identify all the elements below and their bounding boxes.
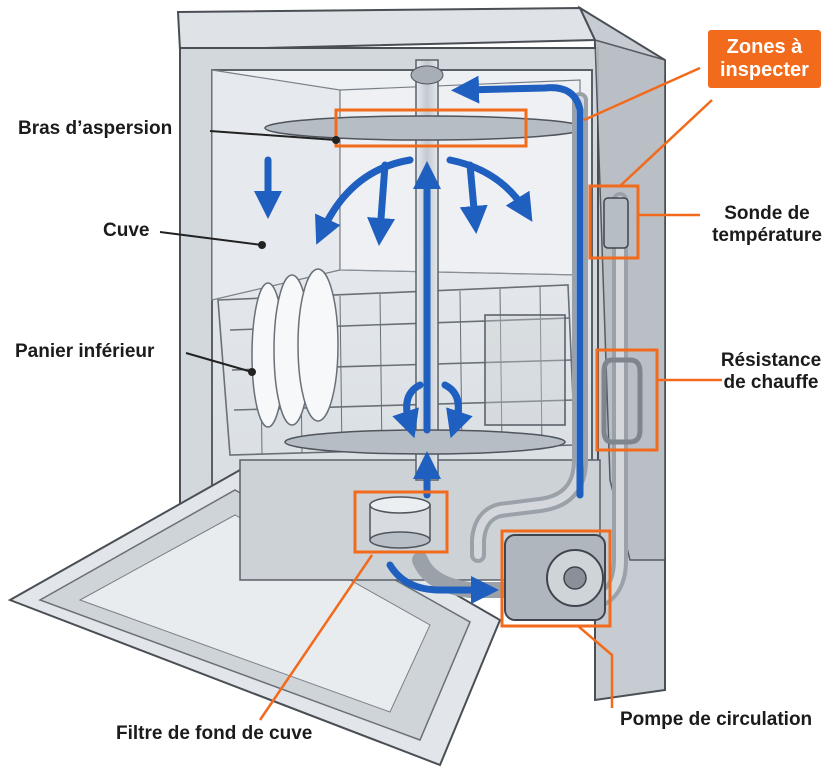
heater-element: [601, 357, 643, 445]
badge-line1: Zones à: [726, 36, 803, 58]
leader-filter: [258, 554, 374, 721]
orange-leader-lines: [258, 66, 722, 721]
label-temp-sensor-line1: Sonde de: [724, 203, 810, 224]
label-temp-sensor-line2: température: [712, 225, 822, 246]
zone-filter: [353, 490, 449, 554]
circulation-pump: [504, 534, 606, 621]
label-heater-line2: de chauffe: [723, 372, 819, 393]
label-tub: Cuve: [103, 220, 150, 241]
label-filter: Filtre de fond de cuve: [116, 723, 313, 744]
plates: [251, 268, 339, 428]
filter-cylinder: [369, 496, 431, 549]
label-heater-line1: Résistance: [720, 350, 822, 371]
leader-tub: [159, 231, 263, 246]
badge-line2: inspecter: [720, 59, 809, 81]
leader-badge-a: [583, 66, 701, 122]
zone-pump: [500, 529, 612, 628]
leader-badge-b: [619, 99, 713, 187]
zone-heater: [595, 348, 659, 452]
label-heater: Résistance de chauffe: [716, 350, 826, 394]
leader-pump: [577, 625, 614, 708]
leader-lower-basket: [185, 352, 253, 373]
label-lower-basket: Panier inférieur: [15, 341, 155, 362]
water-flow-arrows: [254, 75, 584, 604]
inspection-zones: [334, 108, 659, 628]
zone-temperature-sensor: [588, 184, 640, 260]
leader-lines: [159, 130, 340, 376]
label-spray-arm: Bras d’aspersion: [18, 118, 173, 139]
zone-spray-arm: [334, 108, 528, 148]
label-pump: Pompe de circulation: [620, 709, 813, 730]
open-door: [7, 468, 502, 767]
inspect-zones-badge: Zones à inspecter: [708, 30, 821, 88]
leader-spray-arm: [209, 130, 337, 141]
temperature-sensor: [603, 197, 629, 249]
label-temp-sensor: Sonde de température: [702, 203, 832, 247]
